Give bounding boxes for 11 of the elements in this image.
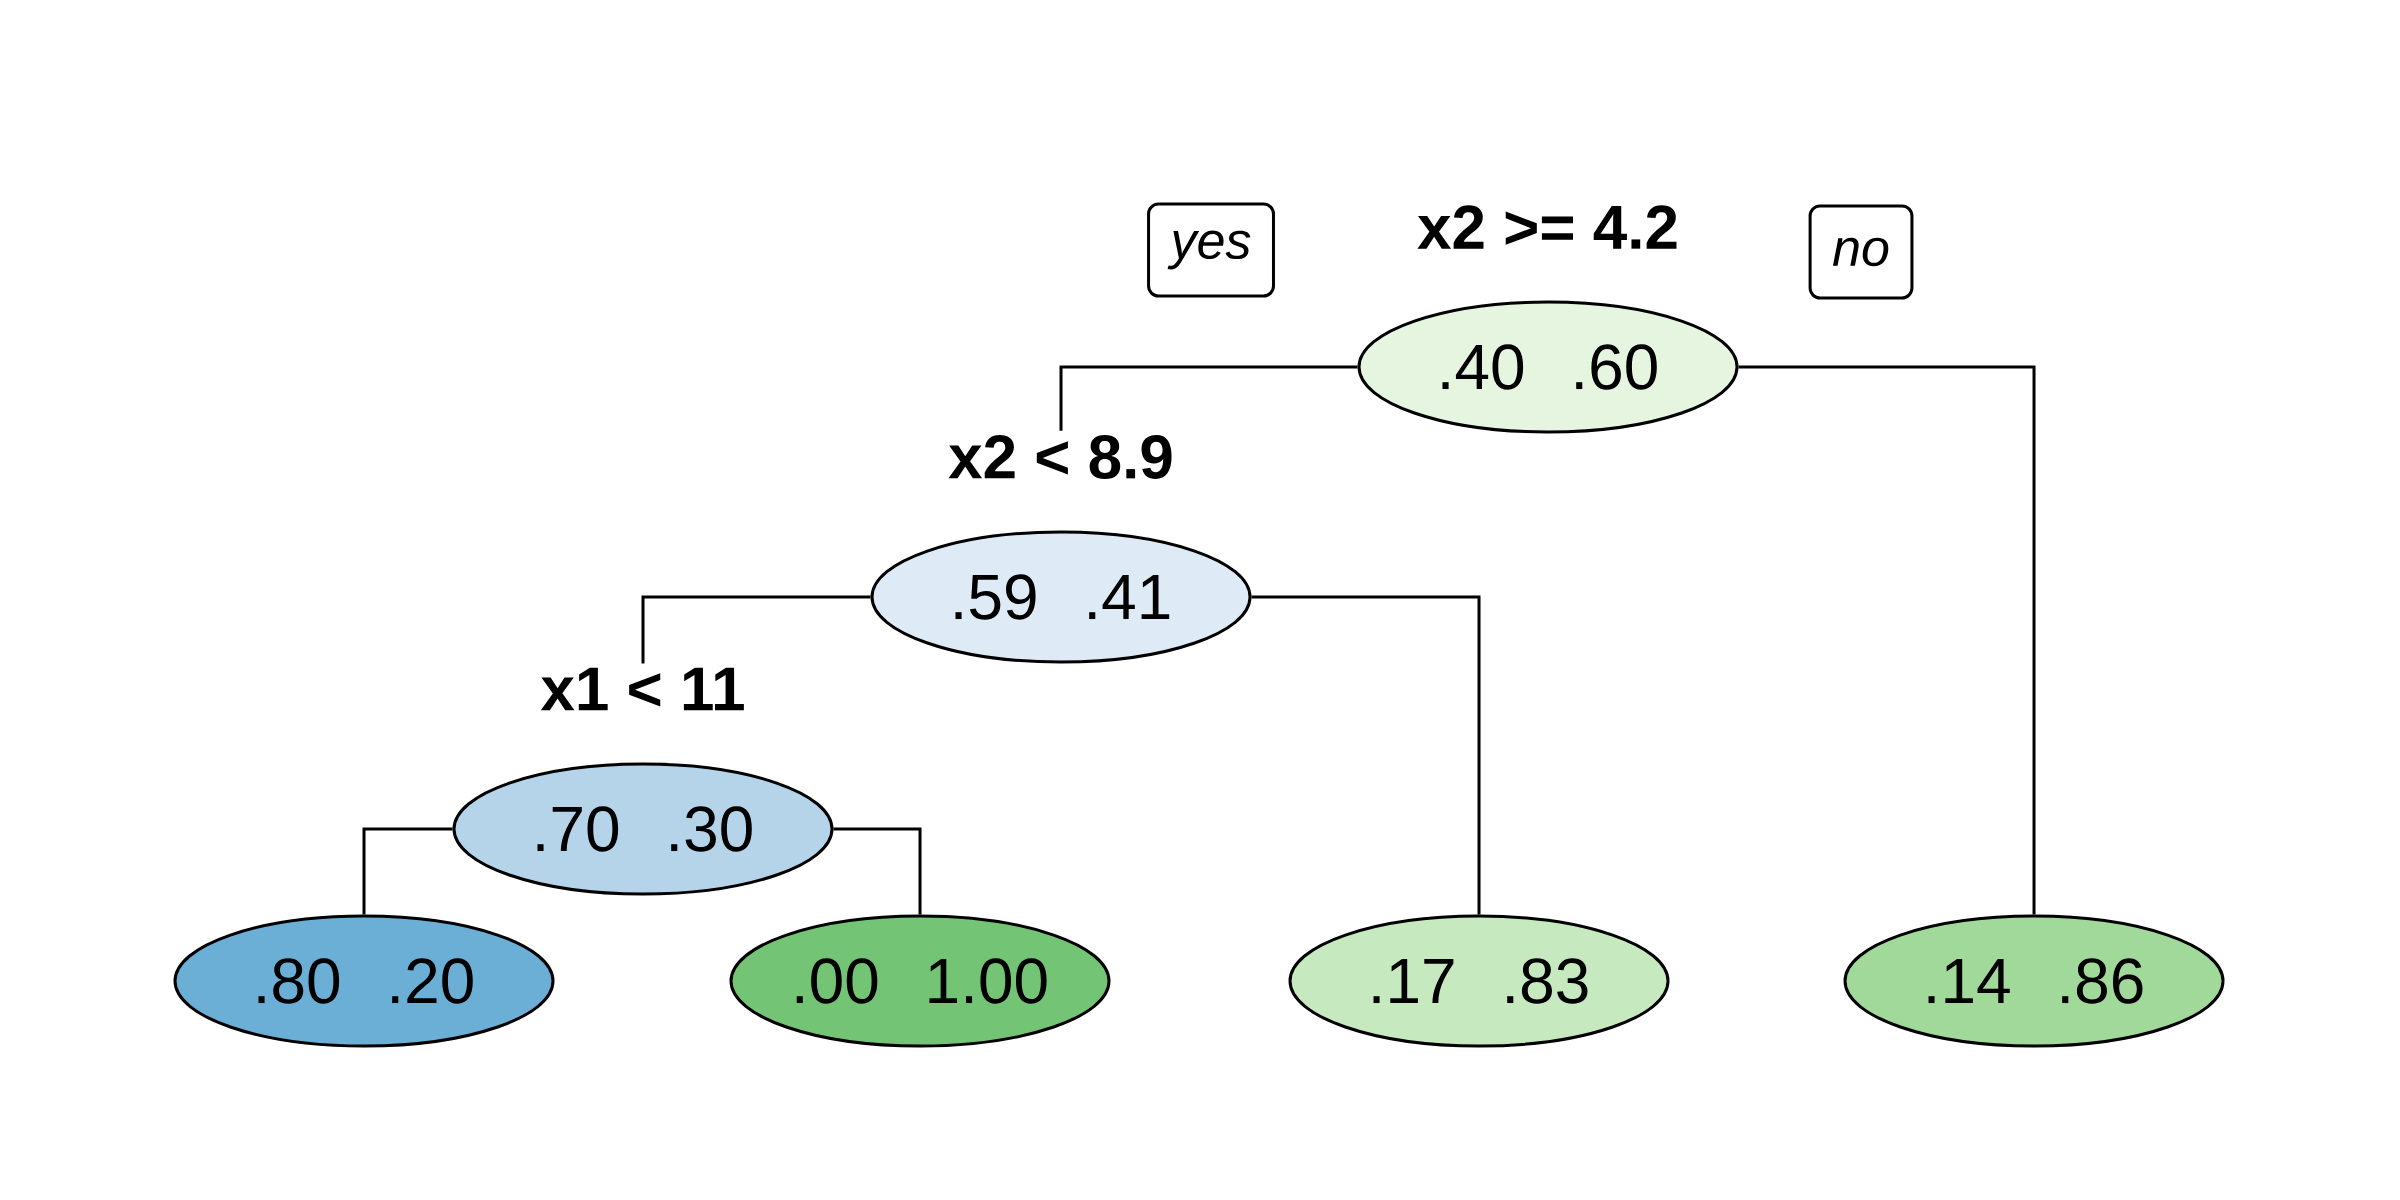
split-label: x2 >= 4.2 bbox=[1417, 205, 1677, 249]
split-label: x2 < 8.9 bbox=[948, 435, 1172, 479]
split-label: x1 < 11 bbox=[540, 667, 744, 711]
tree-branch bbox=[362, 827, 453, 915]
tree-branch bbox=[1059, 365, 1358, 431]
tree-branch bbox=[833, 827, 922, 915]
answer-tag: no bbox=[1808, 204, 1914, 300]
tree-branch bbox=[1738, 365, 2036, 915]
answer-tag: yes bbox=[1147, 202, 1275, 298]
tree-branch bbox=[1251, 595, 1481, 915]
tree-branch bbox=[641, 595, 871, 664]
